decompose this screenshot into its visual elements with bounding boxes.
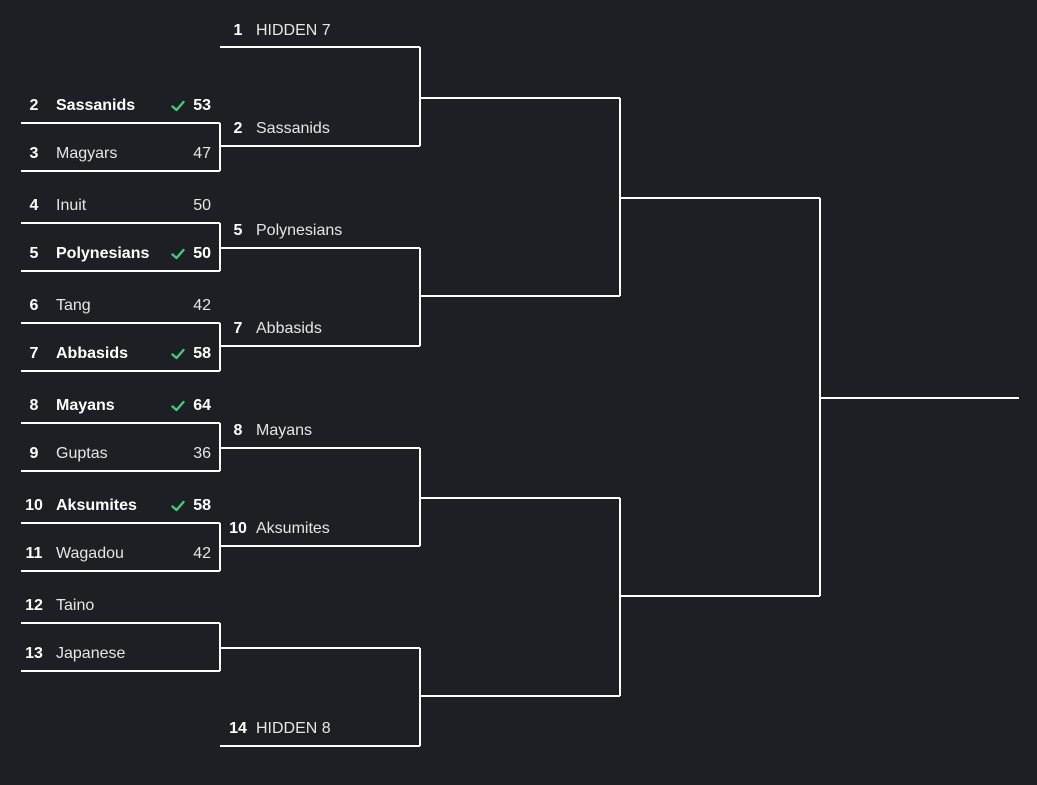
team-name: Polynesians xyxy=(256,222,343,239)
match-2-team-inuit[interactable]: 4 Inuit 50 xyxy=(21,194,219,218)
round2-slot-mayans[interactable]: 8 Mayans xyxy=(222,419,420,443)
round2-slot-abbasids[interactable]: 7 Abbasids xyxy=(222,317,420,341)
team-seed: 2 xyxy=(233,120,243,137)
team-score: 64 xyxy=(193,397,211,414)
check-icon xyxy=(171,100,185,112)
round2-slot-hidden-8[interactable]: 14 HIDDEN 8 xyxy=(222,717,420,741)
match-6-team-japanese[interactable]: 13 Japanese xyxy=(21,642,219,666)
team-score: 58 xyxy=(193,345,211,362)
check-icon xyxy=(171,248,185,260)
team-name: HIDDEN 8 xyxy=(256,720,331,737)
team-name: Wagadou xyxy=(56,545,124,562)
match-1-team-sassanids[interactable]: 2 Sassanids 53 xyxy=(21,94,219,118)
team-seed: 6 xyxy=(29,297,39,314)
match-2-team-polynesians[interactable]: 5 Polynesians 50 xyxy=(21,242,219,266)
match-4-team-mayans[interactable]: 8 Mayans 64 xyxy=(21,394,219,418)
team-seed: 3 xyxy=(29,145,39,162)
team-name: Inuit xyxy=(56,197,87,214)
match-6-team-taino[interactable]: 12 Taino xyxy=(21,594,219,618)
team-name: Sassanids xyxy=(256,120,330,137)
team-name: Tang xyxy=(56,297,91,314)
team-seed: 12 xyxy=(25,597,43,614)
team-seed: 4 xyxy=(29,197,39,214)
team-name: Japanese xyxy=(56,645,126,662)
team-seed: 9 xyxy=(29,445,39,462)
check-icon xyxy=(171,500,185,512)
team-score: 36 xyxy=(193,445,211,462)
team-name: Aksumites xyxy=(256,520,330,537)
team-seed: 7 xyxy=(233,320,243,337)
team-name: HIDDEN 7 xyxy=(256,22,331,39)
check-icon xyxy=(171,348,185,360)
team-name: Mayans xyxy=(56,397,115,414)
team-name: Aksumites xyxy=(56,497,137,514)
team-seed: 8 xyxy=(29,397,39,414)
team-name: Abbasids xyxy=(56,345,129,362)
round2-slot-polynesians[interactable]: 5 Polynesians xyxy=(222,219,420,243)
team-name: Taino xyxy=(56,597,95,614)
team-seed: 7 xyxy=(29,345,39,362)
team-seed: 5 xyxy=(29,245,39,262)
team-name: Magyars xyxy=(56,145,118,162)
team-seed: 8 xyxy=(233,422,243,439)
check-icon xyxy=(171,400,185,412)
team-score: 50 xyxy=(193,197,211,214)
team-seed: 2 xyxy=(29,97,39,114)
team-seed: 1 xyxy=(233,22,243,39)
team-name: Abbasids xyxy=(256,320,322,337)
team-name: Mayans xyxy=(256,422,313,439)
team-name: Polynesians xyxy=(56,245,150,262)
match-5-team-wagadou[interactable]: 11 Wagadou 42 xyxy=(21,542,219,566)
match-5-team-aksumites[interactable]: 10 Aksumites 58 xyxy=(21,494,219,518)
team-seed: 11 xyxy=(25,545,43,562)
team-score: 53 xyxy=(193,97,211,114)
match-4-team-guptas[interactable]: 9 Guptas 36 xyxy=(21,442,219,466)
team-score: 58 xyxy=(193,497,211,514)
team-score: 42 xyxy=(193,297,211,314)
team-seed: 5 xyxy=(233,222,243,239)
team-score: 47 xyxy=(193,145,211,162)
round2-slot-sassanids[interactable]: 2 Sassanids xyxy=(222,117,420,141)
team-score: 42 xyxy=(193,545,211,562)
team-name: Guptas xyxy=(56,445,108,462)
team-seed: 10 xyxy=(25,497,43,514)
match-1-team-magyars[interactable]: 3 Magyars 47 xyxy=(21,142,219,166)
team-score: 50 xyxy=(193,245,211,262)
match-3-team-tang[interactable]: 6 Tang 42 xyxy=(21,294,219,318)
team-seed: 14 xyxy=(229,720,247,737)
team-seed: 13 xyxy=(25,645,43,662)
match-3-team-abbasids[interactable]: 7 Abbasids 58 xyxy=(21,342,219,366)
round2-slot-aksumites[interactable]: 10 Aksumites xyxy=(222,517,420,541)
round2-slot-hidden-7[interactable]: 1 HIDDEN 7 xyxy=(222,19,420,43)
team-name: Sassanids xyxy=(56,97,136,114)
team-seed: 10 xyxy=(229,520,247,537)
